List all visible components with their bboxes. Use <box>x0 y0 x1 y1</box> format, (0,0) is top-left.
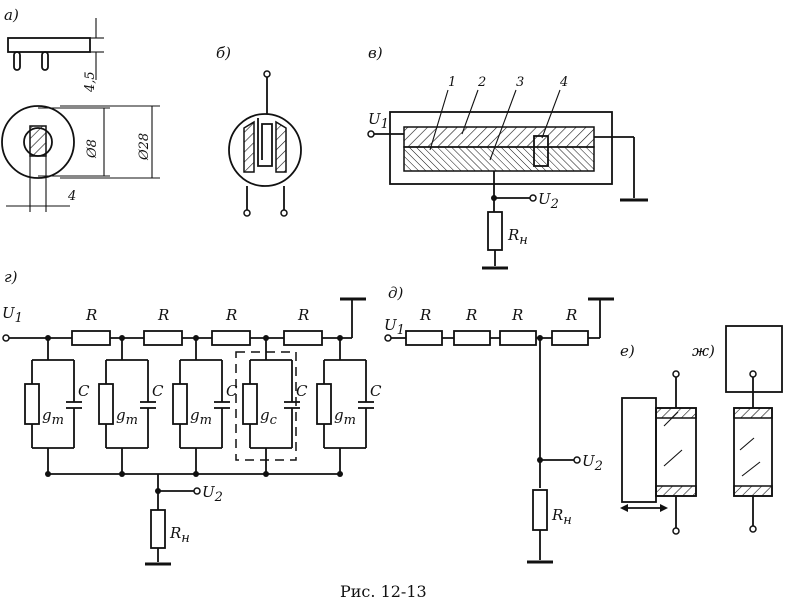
sensor-pin-left <box>13 51 21 71</box>
label-c-3: C <box>226 382 238 400</box>
label-r-d-1: R <box>419 306 431 324</box>
label-rn-d: Rн <box>551 506 572 528</box>
dim-height: 4,5 <box>83 71 98 93</box>
label-r-d-2: R <box>465 306 477 324</box>
dim-diam-inner: Ø8 <box>85 139 100 159</box>
rc-cell-3: Cgт <box>172 335 238 477</box>
panel-label-a: а) <box>4 6 19 24</box>
dim-diam-outer: Ø28 <box>137 133 152 161</box>
label-r-d-4: R <box>565 306 577 324</box>
label-c-2: C <box>152 382 164 400</box>
panel-label-b: б) <box>216 44 231 62</box>
label-g-1: gт <box>42 406 64 428</box>
label-r-d-3: R <box>511 306 523 324</box>
rc-cell-2: Cgт <box>98 335 164 477</box>
label-g-4: gс <box>260 406 278 428</box>
label-u2-v: U2 <box>538 190 559 212</box>
conductance-1 <box>24 383 40 425</box>
panel-label-zh: ж) <box>692 342 715 360</box>
layer-bottom <box>403 146 595 172</box>
resistor-r-g-1 <box>71 330 111 346</box>
part-num-3: 3 <box>516 75 524 90</box>
cell-housing <box>389 111 613 185</box>
label-r-g-3: R <box>225 306 237 324</box>
label-u1-g: U1 <box>2 304 23 326</box>
contact-bottom-e <box>655 485 697 497</box>
panel-label-v: в) <box>368 44 383 62</box>
probe-contact <box>533 135 549 167</box>
cover-zh <box>725 325 783 393</box>
rc-cell-1: Cgт <box>24 335 90 477</box>
contact-top-e <box>655 407 697 419</box>
conductance-5 <box>316 383 332 425</box>
resistor-r-d-4 <box>551 330 589 346</box>
terminal-top <box>263 70 271 78</box>
panel-label-g: г) <box>4 268 18 286</box>
label-c-1: C <box>78 382 90 400</box>
panel-b: б) <box>216 44 302 217</box>
sensor-top-element <box>29 125 47 157</box>
part-num-4: 4 <box>559 75 568 90</box>
label-r-g-1: R <box>85 306 97 324</box>
label-r-g-2: R <box>157 306 169 324</box>
label-u2-d: U2 <box>582 452 603 474</box>
panel-label-d: д) <box>388 284 404 302</box>
label-u2-g: U2 <box>202 483 223 505</box>
label-rn-v: Rн <box>507 226 528 248</box>
resistor-rn-v <box>487 211 503 251</box>
conductance-2 <box>98 383 114 425</box>
label-g-2: gт <box>116 406 138 428</box>
sensor-element-e <box>655 407 697 497</box>
resistor-r-d-3 <box>499 330 537 346</box>
resistor-rn-d <box>532 489 548 531</box>
panel-label-e: е) <box>620 342 635 360</box>
rc-cell-5: Cgт <box>316 335 382 477</box>
conductance-3 <box>172 383 188 425</box>
label-c-4: C <box>296 382 308 400</box>
electrode-left <box>243 120 255 173</box>
meander-track <box>257 118 273 167</box>
label-u1-v: U1 <box>368 110 389 132</box>
series-resistors-g: R R R R <box>71 306 323 346</box>
part-num-2: 2 <box>477 75 486 90</box>
sensor-top-outer <box>1 105 75 179</box>
conductance-4 <box>242 383 258 425</box>
label-c-5: C <box>370 382 382 400</box>
panel-a: а) 4,5 Ø8 Ø28 4 <box>1 6 160 212</box>
label-rn-g: Rн <box>169 524 190 546</box>
contact-bottom-zh <box>733 485 773 497</box>
panel-e: е) <box>620 342 697 535</box>
resistor-rn-g <box>150 509 166 549</box>
resistor-r-d-1 <box>405 330 443 346</box>
sensor-pin-right <box>41 51 49 71</box>
resistor-r-g-2 <box>143 330 183 346</box>
label-r-g-4: R <box>297 306 309 324</box>
part-num-1: 1 <box>448 75 456 90</box>
label-u1-d: U1 <box>384 316 405 338</box>
resistor-r-d-2 <box>453 330 491 346</box>
panel-d: д) U1 R R R R U2 Rн <box>384 284 614 564</box>
contact-top-zh <box>733 407 773 419</box>
rc-cell-4: Cgс <box>242 335 308 477</box>
resistor-r-g-3 <box>211 330 251 346</box>
photoresistor-body <box>228 113 302 187</box>
sliding-cover-e <box>621 397 657 503</box>
highlighted-cell-outline <box>235 351 297 461</box>
label-g-5: gт <box>334 406 356 428</box>
sensor-element-zh <box>733 407 773 497</box>
resistor-r-g-4 <box>283 330 323 346</box>
label-g-3: gт <box>190 406 212 428</box>
sensor-side-body <box>7 37 91 53</box>
electrode-right <box>275 120 287 173</box>
panel-zh: ж) <box>692 325 783 533</box>
panel-v: в) 1 2 3 4 U1 U2 Rн <box>367 44 648 270</box>
dim-width: 4 <box>67 189 76 204</box>
figure-caption: Рис. 12-13 <box>340 582 427 601</box>
